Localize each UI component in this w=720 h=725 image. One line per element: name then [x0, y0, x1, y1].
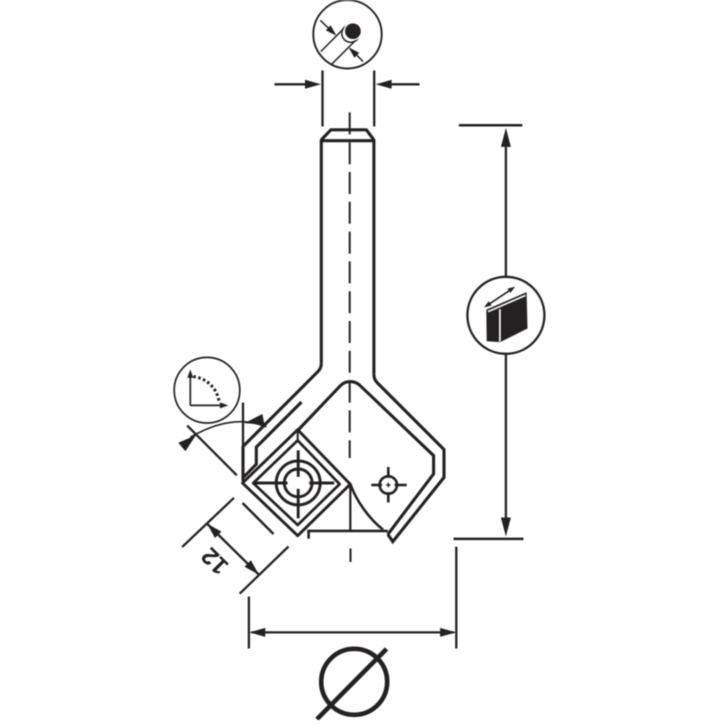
svg-text:12: 12 [196, 542, 234, 580]
